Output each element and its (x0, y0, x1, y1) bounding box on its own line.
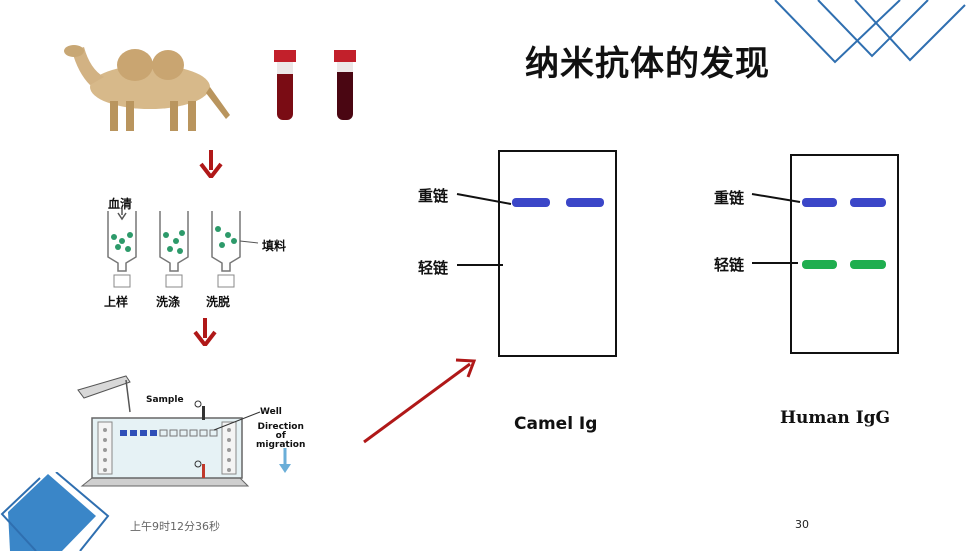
filler-label: 填料 (262, 239, 287, 253)
camel-gel-caption: Camel Ig (514, 414, 598, 434)
camel-heavy-band-2 (566, 198, 604, 207)
diagonal-arrow-icon (363, 358, 477, 444)
human-heavy-band-2 (850, 198, 886, 207)
camel-heavy-band-1 (512, 198, 550, 207)
serum-label: 血清 (108, 197, 133, 211)
well-label: Well (260, 407, 282, 417)
human-gel-caption: Human IgG (780, 408, 891, 428)
camel-light-chain-label: 轻链 (418, 259, 449, 277)
slide-title: 纳米抗体的发现 (525, 44, 770, 84)
purification-columns (107, 207, 259, 288)
camel-heavy-chain-label: 重链 (418, 187, 449, 205)
electrophoresis-apparatus (77, 375, 261, 487)
human-heavy-band-1 (802, 198, 837, 207)
human-light-band-2 (850, 260, 886, 269)
sample-label: Sample (146, 395, 184, 405)
human-gel-pointers (751, 193, 801, 264)
blood-tube-2 (334, 50, 356, 120)
corner-decoration-top-right (774, 0, 966, 64)
human-light-chain-label: 轻链 (714, 256, 745, 274)
footer-timestamp: 上午9时12分36秒 (130, 520, 220, 533)
camel-gel (498, 150, 617, 357)
camel-image (64, 45, 230, 131)
blood-tube-1 (274, 50, 296, 120)
down-arrow-icon (199, 150, 223, 178)
step-load-label: 上样 (104, 295, 129, 309)
migration-arrow-icon (279, 448, 291, 473)
human-light-band-1 (802, 260, 837, 269)
page-number: 30 (795, 518, 809, 531)
step-elute-label: 洗脱 (206, 295, 231, 309)
human-heavy-chain-label: 重链 (714, 189, 745, 207)
human-gel (790, 154, 899, 354)
corner-decoration-bottom-left (0, 472, 110, 551)
direction-label: Direction of migration (256, 422, 306, 450)
camel-gel-pointers (456, 193, 512, 266)
down-arrow-icon (193, 318, 217, 346)
step-wash-label: 洗涤 (156, 295, 181, 309)
